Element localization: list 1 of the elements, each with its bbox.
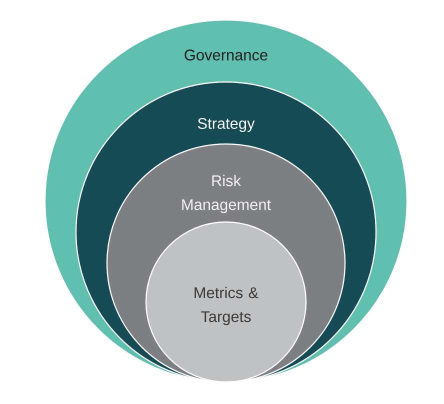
- circle-layer: Metrics & Targets: [145, 221, 307, 383]
